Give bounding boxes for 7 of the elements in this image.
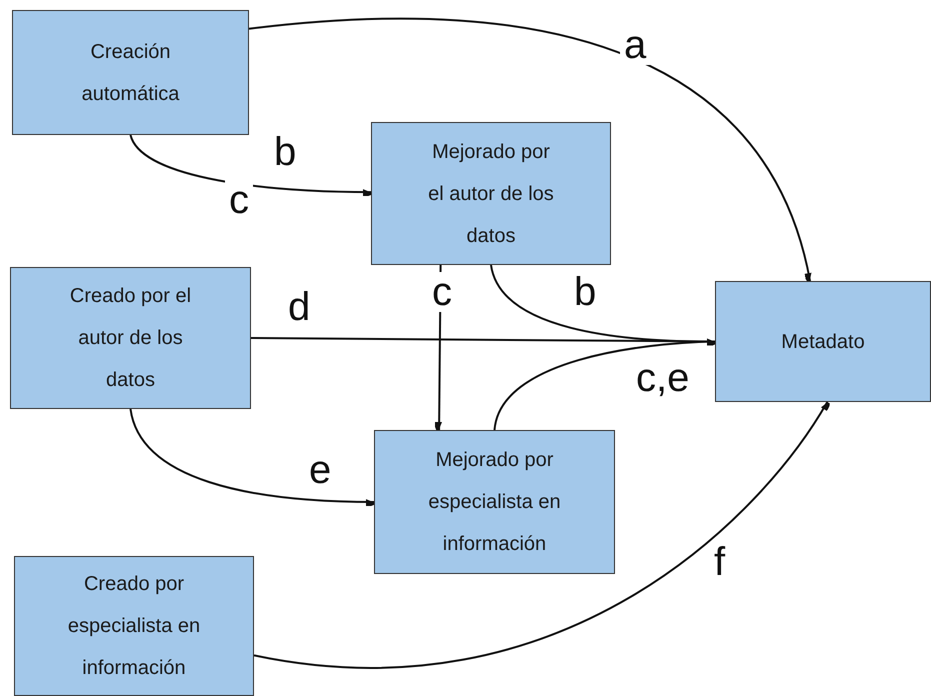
process-box: Creación automática xyxy=(12,10,249,135)
arrow xyxy=(254,400,830,668)
process-box: Mejorado por especialista en información xyxy=(374,430,615,574)
process-box: Metadato xyxy=(715,281,931,402)
process-box: Creado por especialista en información xyxy=(14,556,254,696)
process-box: Mejorado por el autor de los datos xyxy=(371,122,611,265)
process-box: Creado por el autor de los datos xyxy=(10,267,251,409)
